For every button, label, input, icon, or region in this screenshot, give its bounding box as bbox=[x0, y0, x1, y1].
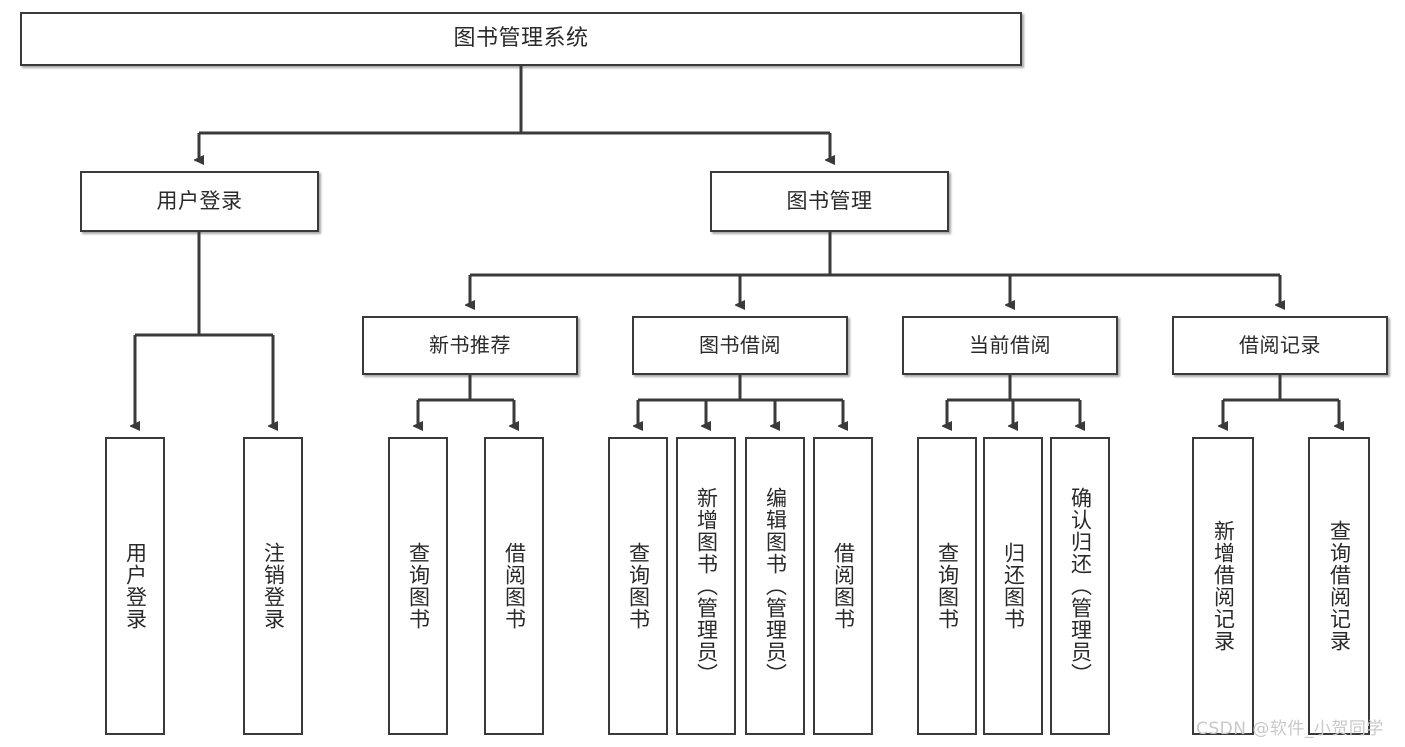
node-label: 图书管理系统 bbox=[453, 26, 589, 52]
node-label: 用户登录 bbox=[123, 542, 148, 630]
node-root-system[interactable]: 图书管理系统 bbox=[20, 12, 1022, 66]
node-label: 当前借阅 bbox=[969, 332, 1051, 357]
node-label: 新增图书（管理员） bbox=[694, 487, 719, 685]
node-current-borrow[interactable]: 当前借阅 bbox=[902, 316, 1118, 375]
node-label: 确认归还（管理员） bbox=[1068, 487, 1093, 685]
node-label: 用户登录 bbox=[156, 189, 243, 214]
node-label: 图书借阅 bbox=[699, 332, 781, 357]
node-label: 新增借阅记录 bbox=[1211, 520, 1236, 652]
node-book-borrow[interactable]: 图书借阅 bbox=[632, 316, 848, 375]
leaf-node[interactable]: 注销登录 bbox=[243, 437, 303, 735]
node-label: 新书推荐 bbox=[429, 332, 511, 357]
leaf-node[interactable]: 查询借阅记录 bbox=[1308, 437, 1370, 735]
node-user-login[interactable]: 用户登录 bbox=[80, 171, 319, 232]
node-label: 借阅图书 bbox=[831, 542, 856, 630]
node-book-management[interactable]: 图书管理 bbox=[710, 171, 949, 232]
leaf-node[interactable]: 归还图书 bbox=[983, 437, 1043, 735]
leaf-node[interactable]: 借阅图书 bbox=[813, 437, 873, 735]
leaf-node[interactable]: 查询图书 bbox=[608, 437, 668, 735]
node-label: 查询图书 bbox=[626, 542, 651, 630]
leaf-node[interactable]: 确认归还（管理员） bbox=[1050, 437, 1110, 735]
node-label: 借阅记录 bbox=[1239, 332, 1321, 357]
node-label: 借阅图书 bbox=[502, 542, 527, 630]
node-borrow-record[interactable]: 借阅记录 bbox=[1172, 316, 1388, 375]
node-label: 查询图书 bbox=[406, 542, 431, 630]
node-label: 图书管理 bbox=[786, 189, 873, 214]
node-new-book-recommend[interactable]: 新书推荐 bbox=[362, 316, 578, 375]
node-label: 编辑图书（管理员） bbox=[763, 487, 788, 685]
leaf-node[interactable]: 编辑图书（管理员） bbox=[745, 437, 805, 735]
leaf-node[interactable]: 新增图书（管理员） bbox=[676, 437, 736, 735]
leaf-node[interactable]: 新增借阅记录 bbox=[1192, 437, 1254, 735]
leaf-node[interactable]: 查询图书 bbox=[388, 437, 448, 735]
node-label: 查询图书 bbox=[935, 542, 960, 630]
node-label: 归还图书 bbox=[1001, 542, 1026, 630]
node-label: 查询借阅记录 bbox=[1327, 520, 1352, 652]
node-label: 注销登录 bbox=[261, 542, 286, 630]
leaf-node[interactable]: 用户登录 bbox=[105, 437, 165, 735]
leaf-node[interactable]: 借阅图书 bbox=[484, 437, 544, 735]
leaf-node[interactable]: 查询图书 bbox=[917, 437, 977, 735]
